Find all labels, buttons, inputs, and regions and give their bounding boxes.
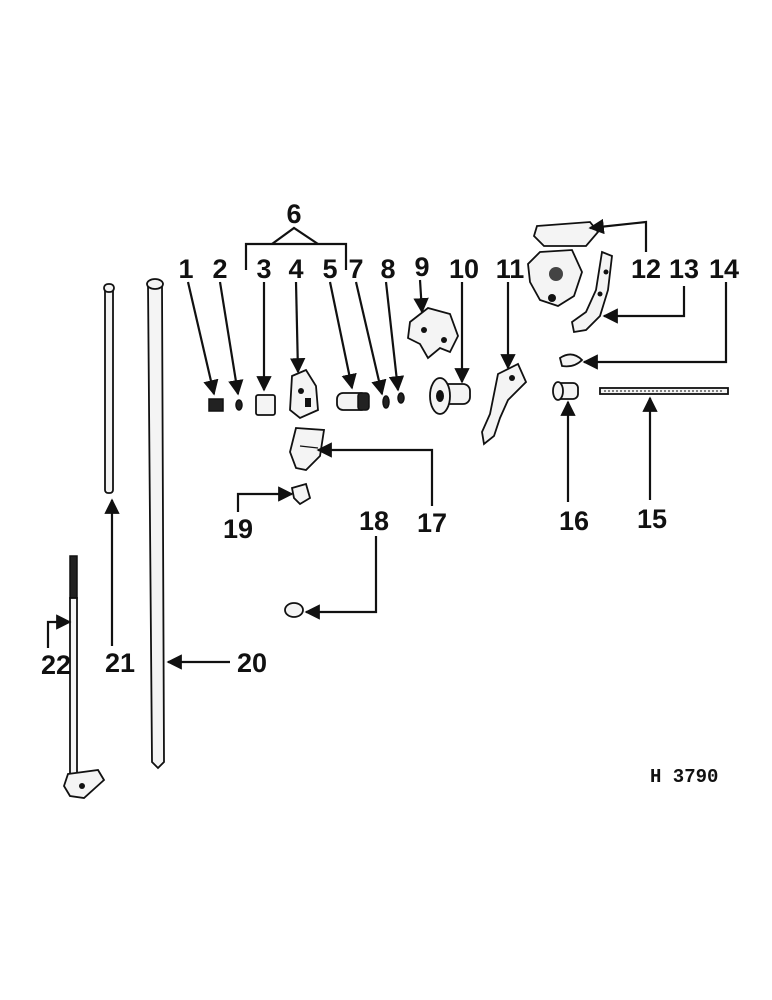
- part-7: [382, 395, 390, 409]
- callout-4: 4: [288, 254, 303, 284]
- callout-8: 8: [380, 254, 395, 284]
- part-20: [146, 278, 165, 770]
- part-2: [235, 399, 243, 411]
- leader-7: [354, 281, 387, 396]
- part-14: [558, 353, 584, 368]
- figure-code: H 3790: [650, 766, 718, 788]
- part-10: [429, 377, 471, 415]
- callout-3: 3: [256, 254, 271, 284]
- part-4: [289, 368, 319, 420]
- bracket-6: [244, 242, 348, 270]
- leader-18: [304, 536, 378, 620]
- callout-22: 22: [41, 650, 71, 680]
- leader-8: [384, 281, 405, 392]
- part-13: [571, 250, 613, 334]
- part-19: [290, 482, 312, 506]
- leader-1: [186, 281, 219, 396]
- leader-4: [289, 281, 306, 374]
- part-18: [284, 602, 304, 618]
- part-17: [289, 427, 326, 471]
- part-9: [407, 307, 459, 360]
- leader-9: [413, 279, 429, 314]
- leader-19: [236, 486, 294, 512]
- leader-13: [602, 286, 686, 324]
- part-1: [208, 398, 224, 412]
- part-3: [255, 394, 276, 416]
- callout-13: 13: [669, 254, 699, 284]
- callout-16: 16: [559, 506, 589, 536]
- callout-1: 1: [178, 254, 193, 284]
- callout-19: 19: [223, 514, 253, 544]
- callout-20: 20: [237, 648, 267, 678]
- callout-7: 7: [348, 254, 363, 284]
- bracket-6-apex: [271, 226, 319, 245]
- callout-15: 15: [637, 504, 667, 534]
- leader-17: [316, 442, 434, 506]
- part-11: [481, 362, 528, 446]
- callout-5: 5: [322, 254, 337, 284]
- part-8: [397, 392, 405, 404]
- callout-2: 2: [212, 254, 227, 284]
- callout-14: 14: [709, 254, 739, 284]
- part-16: [552, 381, 579, 401]
- leader-14: [582, 282, 728, 370]
- callout-6: 6: [286, 199, 301, 229]
- part-12: [527, 221, 600, 307]
- leader-2: [218, 281, 244, 396]
- part-5: [336, 392, 370, 411]
- part-21: [103, 283, 115, 494]
- callout-17: 17: [417, 508, 447, 538]
- part-15: [599, 387, 729, 395]
- leader-5: [328, 281, 357, 390]
- callout-18: 18: [359, 506, 389, 536]
- leader-12: [588, 218, 648, 252]
- callout-21: 21: [105, 648, 135, 678]
- callout-9: 9: [414, 252, 429, 282]
- leader-22: [46, 614, 72, 648]
- part-22: [63, 555, 106, 799]
- callout-10: 10: [449, 254, 479, 284]
- callout-11: 11: [496, 254, 525, 284]
- callout-12: 12: [631, 254, 661, 284]
